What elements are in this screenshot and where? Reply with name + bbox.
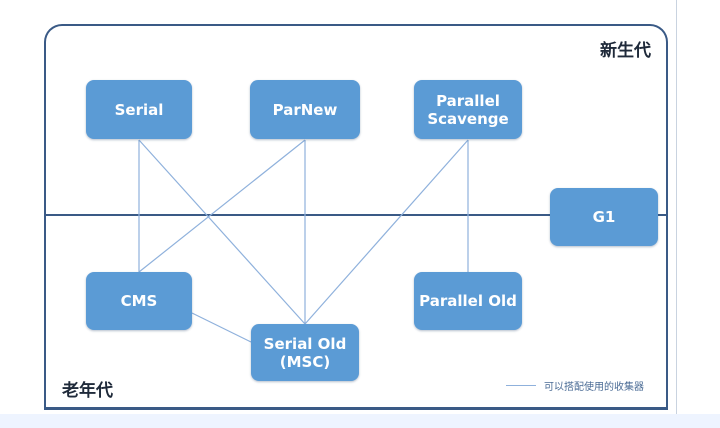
legend: 可以搭配使用的收集器 <box>506 378 644 393</box>
young-generation-label: 新生代 <box>600 41 651 61</box>
collector-g1: G1 <box>550 188 658 246</box>
page-bottom-strip <box>0 414 720 428</box>
collector-parallel-old: Parallel Old <box>414 272 522 330</box>
page-edge-line <box>676 0 677 428</box>
connector-parnew-cms <box>138 139 306 273</box>
legend-line-swatch <box>506 385 536 386</box>
old-generation-label: 老年代 <box>62 381 113 401</box>
collector-cms: CMS <box>86 272 192 330</box>
collector-serial-old: Serial Old (MSC) <box>251 324 359 381</box>
collector-parallel-scavenge: Parallel Scavenge <box>414 80 522 139</box>
legend-label: 可以搭配使用的收集器 <box>544 382 644 393</box>
connector-parallelscavenge-serialold <box>304 139 469 325</box>
generation-divider <box>46 214 666 216</box>
collector-parnew: ParNew <box>250 80 360 139</box>
connector-cms-serialold <box>191 312 252 343</box>
connector-serial-serialold <box>138 139 306 325</box>
collector-serial: Serial <box>86 80 192 139</box>
